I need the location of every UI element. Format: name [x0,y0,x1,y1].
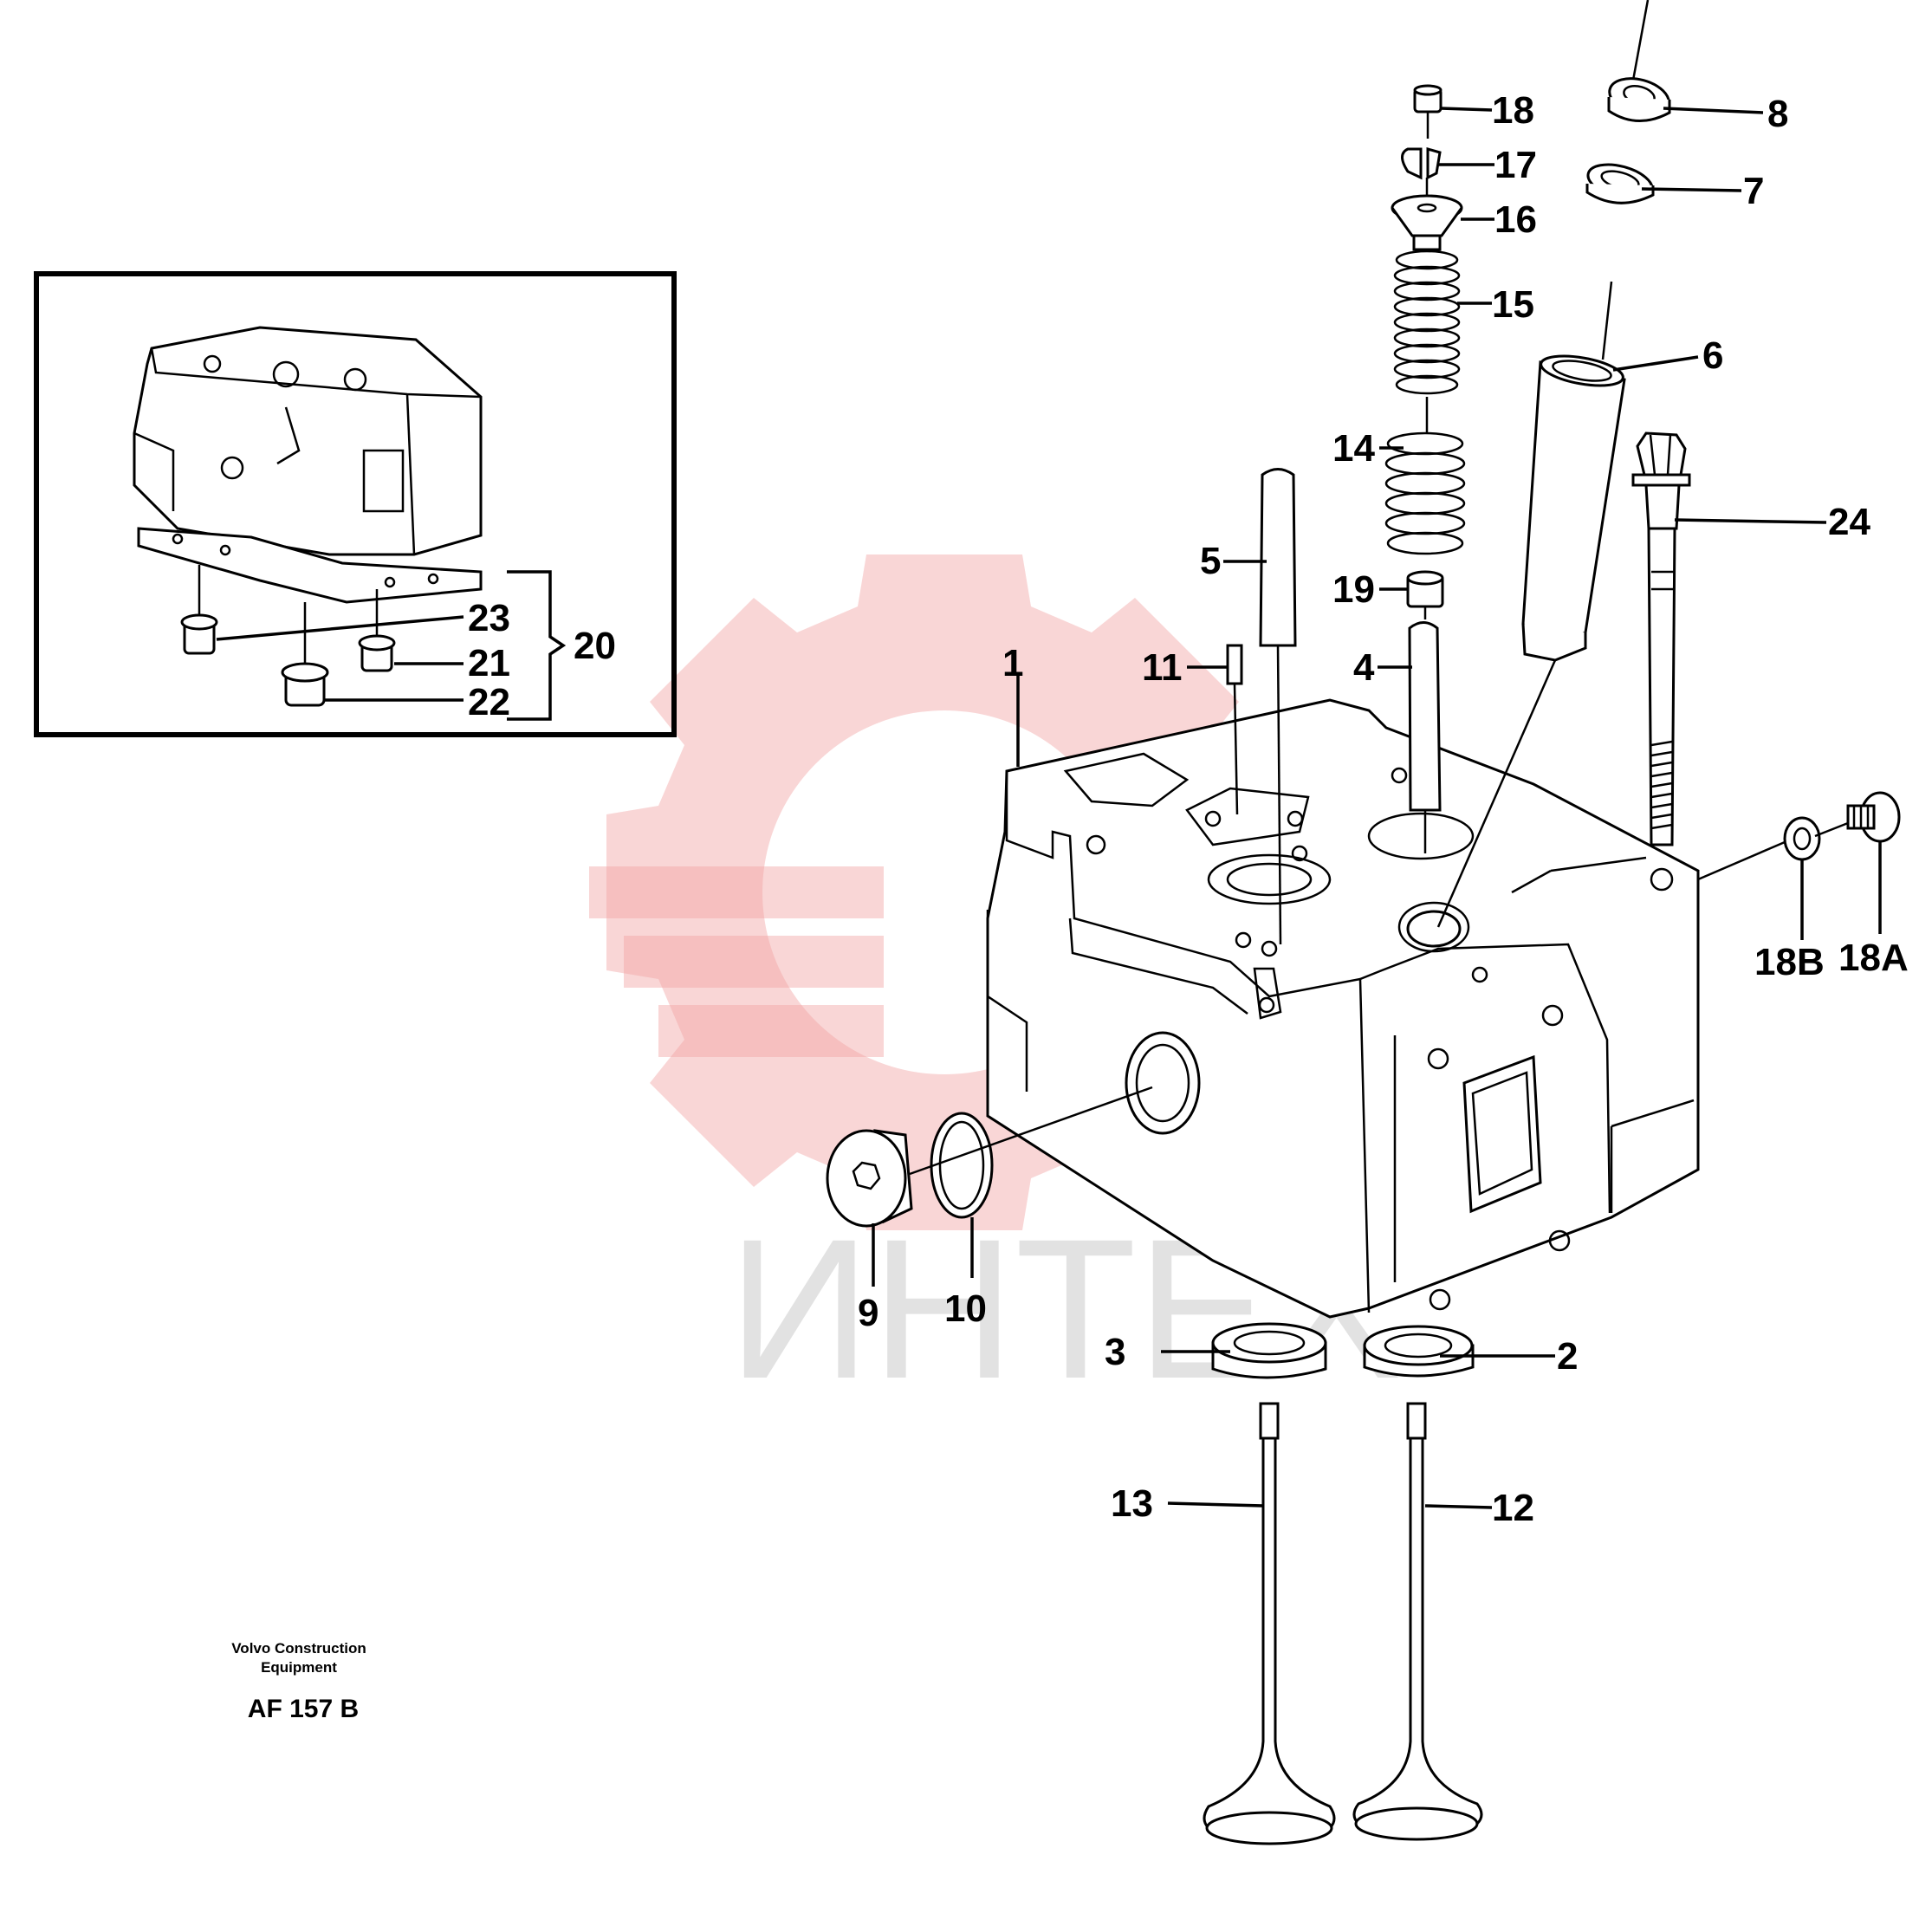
plug-axis-line [909,1086,1153,1176]
washer-10 [930,1112,994,1219]
callout-numbers: 1 2 3 4 5 6 7 8 9 10 11 12 13 14 15 16 1… [468,89,1909,1529]
company-line-2: Equipment [261,1659,337,1676]
callout-18a: 18A [1838,937,1909,979]
callout-24: 24 [1828,501,1870,543]
callout-6: 6 [1702,334,1723,377]
inset-bushing-23 [180,565,218,655]
valve-seal-19 [1406,570,1444,619]
inset-bushing-22 [281,602,329,707]
callout-14: 14 [1332,427,1375,470]
callout-4: 4 [1353,646,1375,689]
callout-5: 5 [1200,540,1221,582]
valve-seat-2 [1363,1325,1475,1378]
callout-9: 9 [858,1292,878,1334]
callout-16: 16 [1494,198,1537,241]
valve-13 [1203,1402,1336,1845]
valve-cap-18 [1413,84,1443,139]
callout-18b: 18B [1754,941,1825,983]
callout-17: 17 [1494,144,1537,186]
plug-18-axis-line [1697,840,1786,881]
callout-1: 1 [1002,642,1023,684]
callout-8: 8 [1767,93,1788,135]
washer-7 [1585,163,1655,204]
plug-18a [1846,791,1901,843]
callout-3: 3 [1105,1331,1125,1373]
valve-guide-5 [1259,468,1297,945]
callout-15: 15 [1492,283,1534,326]
sleeve-11 [1226,644,1243,815]
callout-13: 13 [1111,1482,1153,1525]
inset-panel [34,271,677,737]
valve-spring-outer-15 [1393,250,1461,433]
callout-23: 23 [468,597,510,639]
callout-2: 2 [1557,1335,1578,1378]
callout-7: 7 [1743,170,1764,212]
bolt-24-thread [1650,740,1673,830]
callout-11: 11 [1142,646,1183,689]
valve-12 [1352,1402,1483,1841]
washer-8 [1607,77,1671,122]
drawing-code: AF 157 B [248,1695,359,1723]
washer-18b [1783,816,1821,861]
valve-guide-4 [1408,621,1442,853]
callout-20: 20 [574,625,616,667]
drawing-footer: Volvo Construction Equipment AF 157 B [231,1640,366,1723]
leader-lines [872,107,1882,1509]
plug-9 [826,1129,913,1228]
inset-bushing-21 [358,589,396,672]
callout-19: 19 [1332,568,1375,611]
callout-12: 12 [1492,1487,1534,1529]
cylinder-head-block [986,698,1700,1319]
callout-18: 18 [1492,89,1534,132]
inset-brace [507,570,567,721]
callout-22: 22 [468,681,510,723]
company-line-1: Volvo Construction [231,1640,366,1657]
valve-seat-3 [1211,1322,1327,1379]
spring-retainer-16 [1391,194,1463,251]
valve-spring-inner-14 [1384,431,1466,555]
callout-10: 10 [944,1287,987,1330]
valve-collets-17 [1401,147,1442,196]
injector-sleeve-6 [1436,0,1650,928]
cylinder-head-bolt-24 [1631,431,1691,846]
callout-21: 21 [468,642,510,684]
